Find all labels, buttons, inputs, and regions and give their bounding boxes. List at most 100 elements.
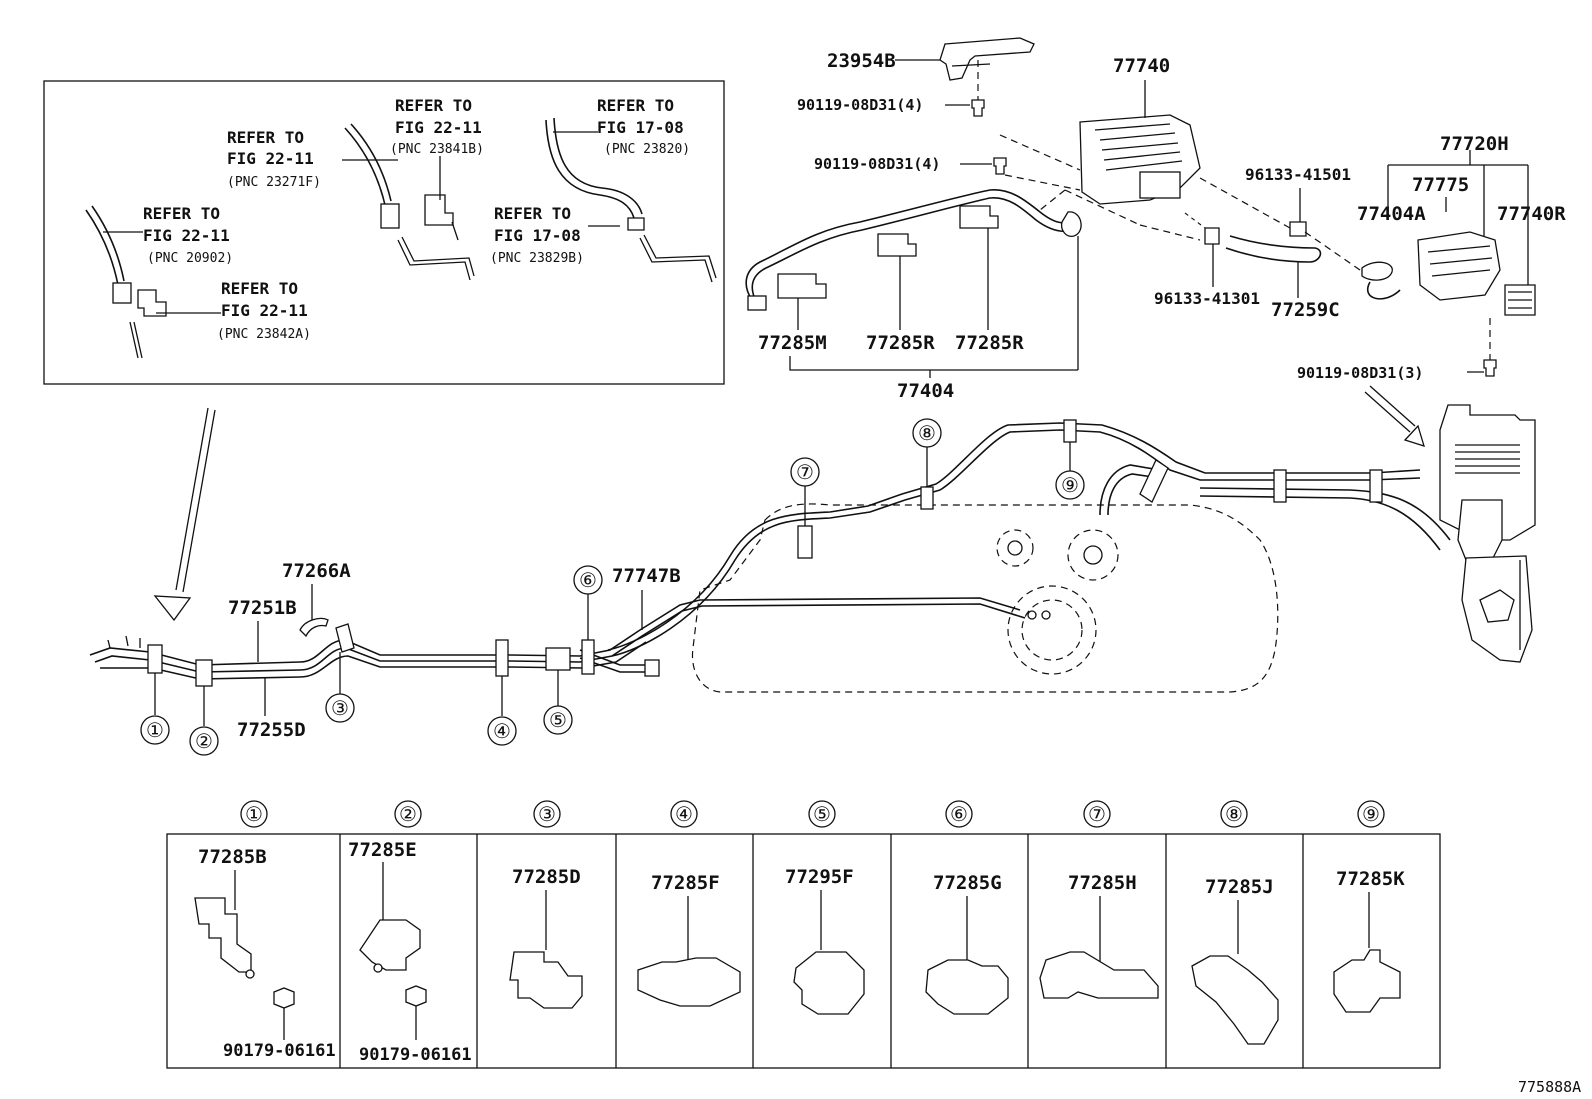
bracket-23954B (895, 37, 1035, 117)
hose-77266A (299, 617, 329, 638)
clamp-77285B-icon (194, 897, 252, 973)
inset-pipe-end (643, 234, 717, 279)
table-marker: ⑨ (1362, 802, 1380, 826)
line-clip (1139, 459, 1169, 503)
clamp-77285G-icon (925, 959, 1009, 1015)
clamp-77285F-icon (637, 957, 741, 1007)
part-label: 77740R (1497, 203, 1566, 225)
clamp-marker: ⑧ (918, 421, 936, 445)
inset-pipe-end (401, 236, 475, 277)
nut-icon (273, 987, 295, 1009)
clamp-8 (920, 486, 934, 510)
inset-pipe-end (129, 321, 139, 359)
clamp-77285J-icon (1191, 955, 1279, 1045)
clamp-part-label: 77285G (933, 872, 1002, 894)
table-marker: ⑤ (813, 802, 831, 826)
table-marker: ⑧ (1225, 802, 1243, 826)
canister-assembly-77720H (1361, 231, 1536, 316)
part-label: 90119-08D31(4) (797, 96, 923, 114)
inset-frame (43, 80, 725, 385)
bolt-icon (1483, 359, 1497, 377)
ref-label-line1: REFER TO (143, 204, 220, 223)
line-clamps (147, 419, 1383, 687)
line-clip (1273, 469, 1287, 503)
part-label: 77285R (866, 332, 935, 354)
part-label: 77740 (1113, 55, 1170, 77)
part-label: 77255D (237, 719, 306, 741)
clamp-77295F-icon (793, 951, 865, 1015)
ref-pnc: (PNC 23842A) (217, 327, 311, 342)
ref-label-line2: FIG 22-11 (143, 226, 230, 245)
clamp-part-label: 77285B (198, 846, 267, 868)
inset-pointer-arrow-icon (153, 407, 216, 622)
clamp-part-label: 77285D (512, 866, 581, 888)
inset-clip (137, 289, 167, 317)
canister-installed (1439, 404, 1536, 663)
clamp-table: ① ② ③ ④ ⑤ ⑥ ⑦ ⑧ ⑨ 77285B 90179-06161 772… (166, 800, 1441, 1069)
inset-hose (91, 205, 125, 282)
inset-hose (344, 127, 386, 206)
table-marker: ② (399, 802, 417, 826)
hose-clamp-icon (1204, 227, 1220, 245)
line-clip (1369, 469, 1383, 503)
clamp-4 (495, 639, 509, 677)
part-label: 77259C (1271, 299, 1340, 321)
part-label: 77285R (955, 332, 1024, 354)
fuel-lines (89, 422, 1451, 680)
clamp-marker: ① (146, 718, 164, 742)
clamp-marker: ④ (493, 719, 511, 743)
canister-pointer-arrow-icon (1364, 385, 1425, 447)
part-label: 90119-08D31(4) (814, 155, 940, 173)
table-marker: ① (245, 802, 263, 826)
part-label: 77775 (1412, 174, 1469, 196)
clamp-6 (581, 639, 595, 675)
part-label: 90119-08D31(3) (1297, 364, 1423, 382)
part-label: 77285M (758, 332, 827, 354)
inset-hose-clip (627, 217, 645, 231)
clamp-markers: ① ② ③ ④ ⑤ ⑥ ⑦ ⑧ ⑨ (140, 418, 1085, 756)
nut-icon (405, 985, 427, 1007)
clamp-marker: ③ (331, 696, 349, 720)
table-marker: ④ (675, 802, 693, 826)
part-label: 77266A (282, 560, 351, 582)
bolt-icon (971, 99, 985, 117)
clamp-5 (545, 647, 571, 671)
bolt-icon (993, 157, 1007, 175)
clamp-part-label: 77285E (348, 839, 417, 861)
ref-label-line1: REFER TO (597, 96, 674, 115)
ref-label-line2: FIG 17-08 (597, 118, 684, 137)
clip-77285R (877, 233, 917, 257)
inset-pipe-end (639, 237, 713, 283)
ref-pnc: (PNC 20902) (147, 251, 233, 266)
inset-pipe-end (133, 321, 143, 359)
hose-clamp-icon (1289, 221, 1307, 237)
charcoal-canister-77740 (1079, 97, 1201, 205)
ref-label-line2: FIG 22-11 (221, 301, 308, 320)
clamp-1 (147, 644, 163, 674)
inset-hose (350, 123, 392, 202)
ref-label-line1: REFER TO (227, 128, 304, 147)
part-label: 77747B (612, 565, 681, 587)
clamp-marker: ⑥ (579, 568, 597, 592)
clamp-7 (797, 525, 813, 559)
nut-label: 90179-06161 (359, 1045, 472, 1065)
part-label: 77720H (1440, 133, 1509, 155)
inset-pipe-end (397, 239, 471, 281)
fuel-tank-outline (691, 503, 1279, 693)
ref-label-line1: REFER TO (395, 96, 472, 115)
clamp-part-label: 77285F (651, 872, 720, 894)
inset-hose-connector (112, 282, 132, 304)
figure-id: 775888A (1518, 1078, 1581, 1096)
table-marker: ⑦ (1088, 802, 1106, 826)
ref-label-line1: REFER TO (221, 279, 298, 298)
clamp-part-label: 77285J (1205, 876, 1274, 898)
clamp-marker: ⑨ (1061, 473, 1079, 497)
ref-pnc: (PNC 23829B) (490, 251, 584, 266)
clamp-3 (335, 623, 355, 653)
inset-connector (424, 194, 454, 226)
ref-pnc: (PNC 23841B) (390, 142, 484, 157)
inset-connector-pin (451, 221, 459, 241)
nut-label: 90179-06161 (223, 1041, 336, 1061)
clamp-part-label: 77295F (785, 866, 854, 888)
